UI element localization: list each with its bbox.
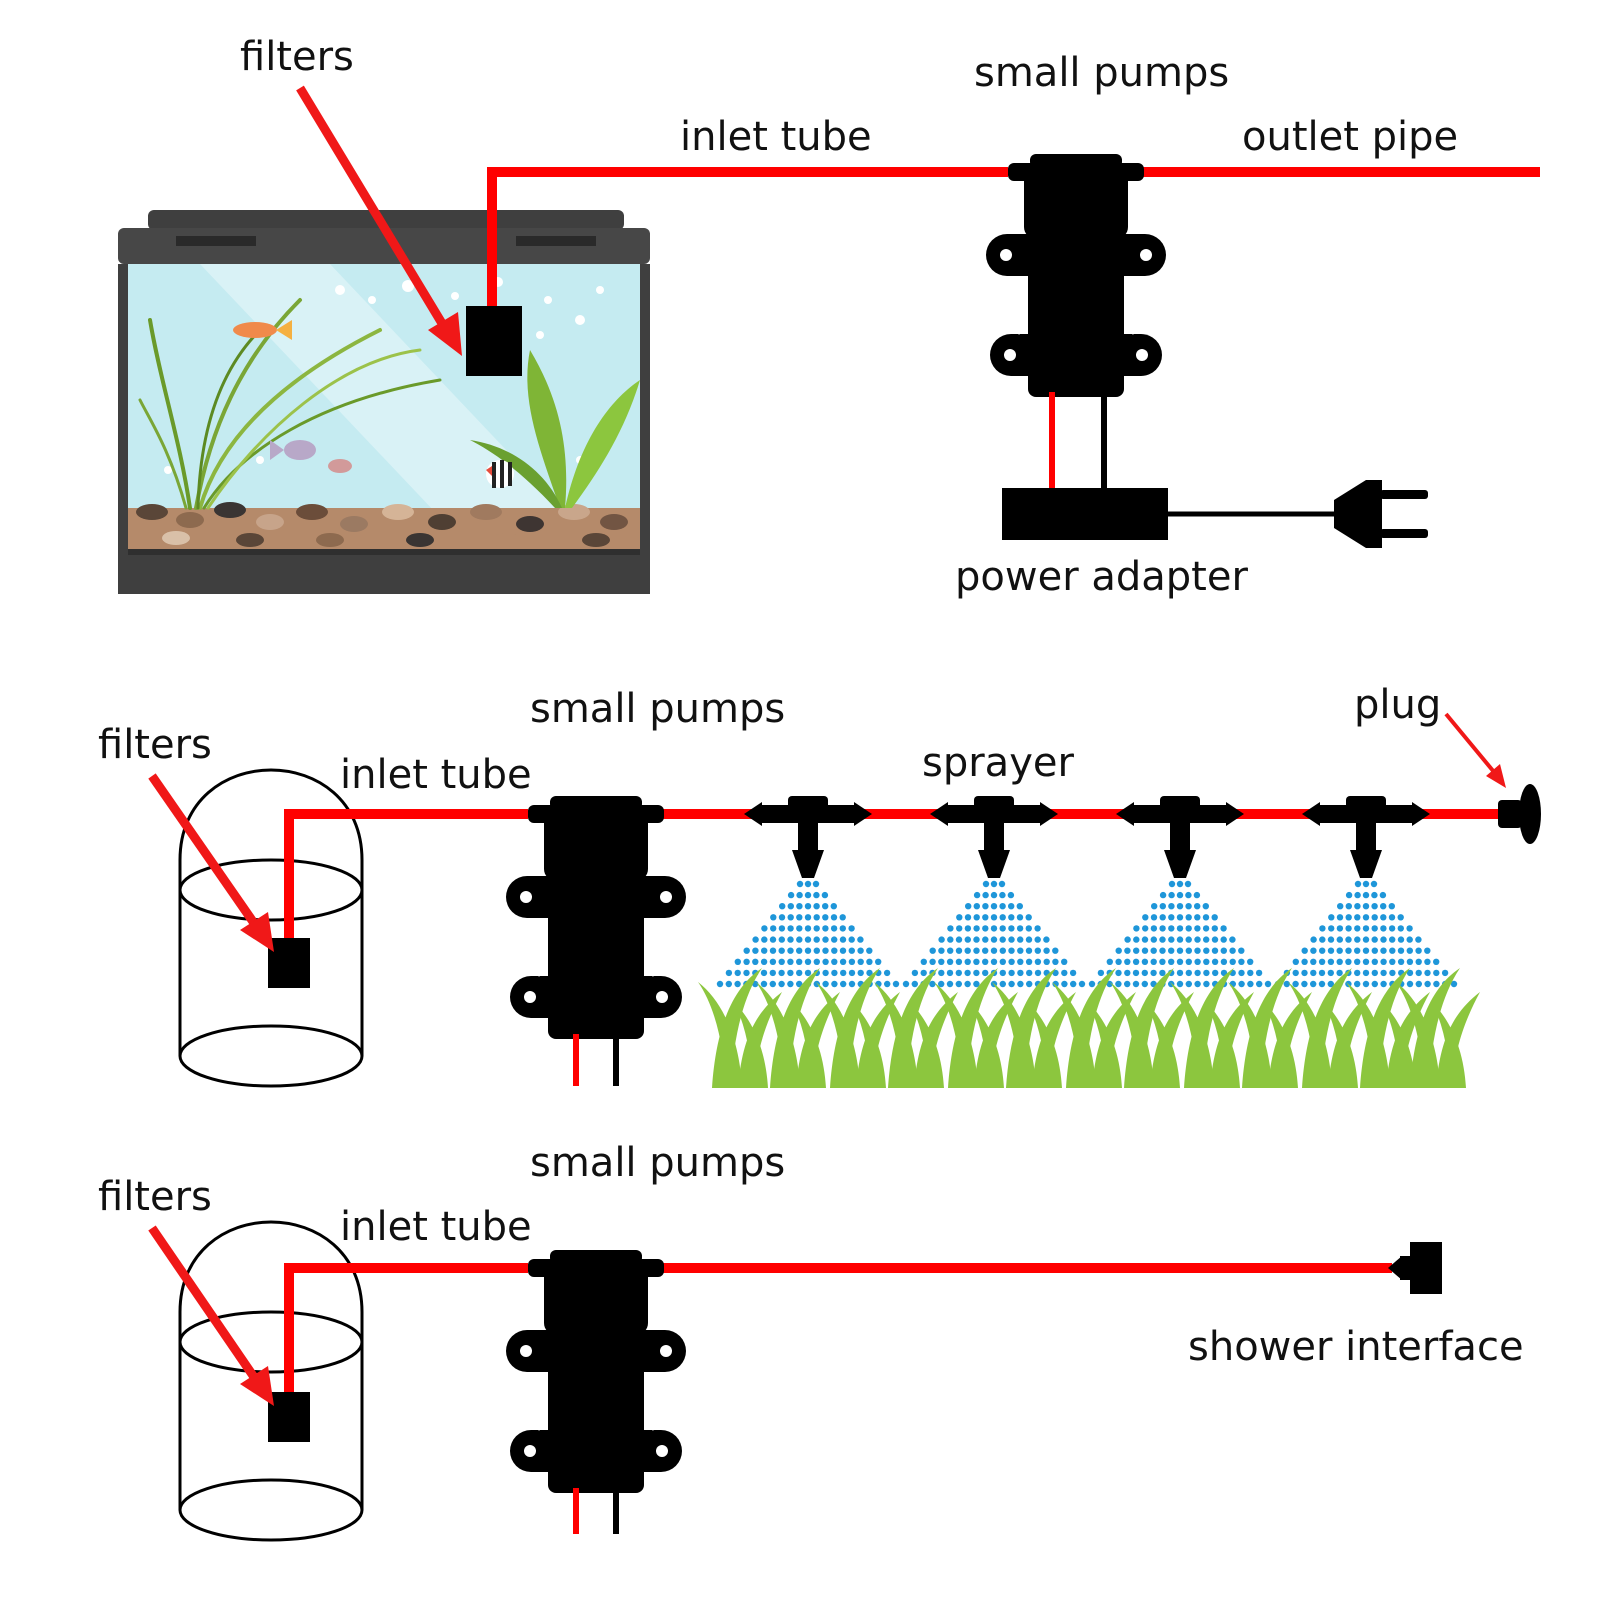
arrowhead-filters-1 (428, 312, 462, 356)
bucket-3 (178, 1220, 364, 1542)
arrow-filters-2 (148, 773, 260, 929)
label-shower-interface: shower interface (1188, 1324, 1524, 1370)
sprayer-tee-4 (1302, 796, 1430, 878)
aquarium-plants (138, 298, 640, 510)
label-filters-1: filters (240, 34, 354, 80)
fish (233, 320, 514, 488)
filter-1 (466, 306, 522, 376)
arrow-plug (1444, 712, 1496, 774)
label-small-pumps-1: small pumps (974, 50, 1229, 96)
aquarium (118, 210, 650, 594)
filter-2 (268, 938, 310, 988)
label-inlet-tube-3: inlet tube (340, 1204, 532, 1250)
sprayer-tee-3 (1116, 796, 1244, 878)
label-inlet-tube-1: inlet tube (680, 114, 872, 160)
shower-interface-fitting (1388, 1242, 1442, 1294)
label-power-adapter: power adapter (955, 554, 1248, 600)
arrowhead-filters-2 (240, 912, 274, 952)
label-filters-2: filters (98, 722, 212, 768)
label-outlet-pipe-1: outlet pipe (1242, 114, 1458, 160)
arrowhead-filters-3 (240, 1366, 274, 1406)
label-sprayer: sprayer (922, 740, 1074, 786)
label-filters-3: filters (98, 1174, 212, 1220)
inlet-tube-2 (284, 809, 528, 938)
power-plug (1334, 480, 1428, 548)
gravel (128, 502, 640, 549)
pump-1 (984, 152, 1168, 399)
pump-2 (504, 794, 688, 1041)
inlet-tube-3 (284, 1263, 528, 1392)
pump-3 (504, 1248, 688, 1495)
label-plug: plug (1354, 682, 1441, 728)
arrow-filters-1 (296, 85, 450, 333)
sprayer-tee-2 (930, 796, 1058, 878)
arrowhead-plug (1486, 764, 1506, 788)
sprayer-tee-1 (744, 796, 872, 878)
label-small-pumps-3: small pumps (530, 1140, 785, 1186)
end-plug (1498, 784, 1541, 844)
arrow-filters-3 (148, 1225, 260, 1383)
label-small-pumps-2: small pumps (530, 686, 785, 732)
filter-3 (268, 1392, 310, 1442)
label-inlet-tube-2: inlet tube (340, 752, 532, 798)
power-adapter (1002, 488, 1168, 540)
bubbles (164, 277, 604, 474)
inlet-tube-1 (487, 167, 1008, 306)
spray-mist (716, 880, 1458, 988)
